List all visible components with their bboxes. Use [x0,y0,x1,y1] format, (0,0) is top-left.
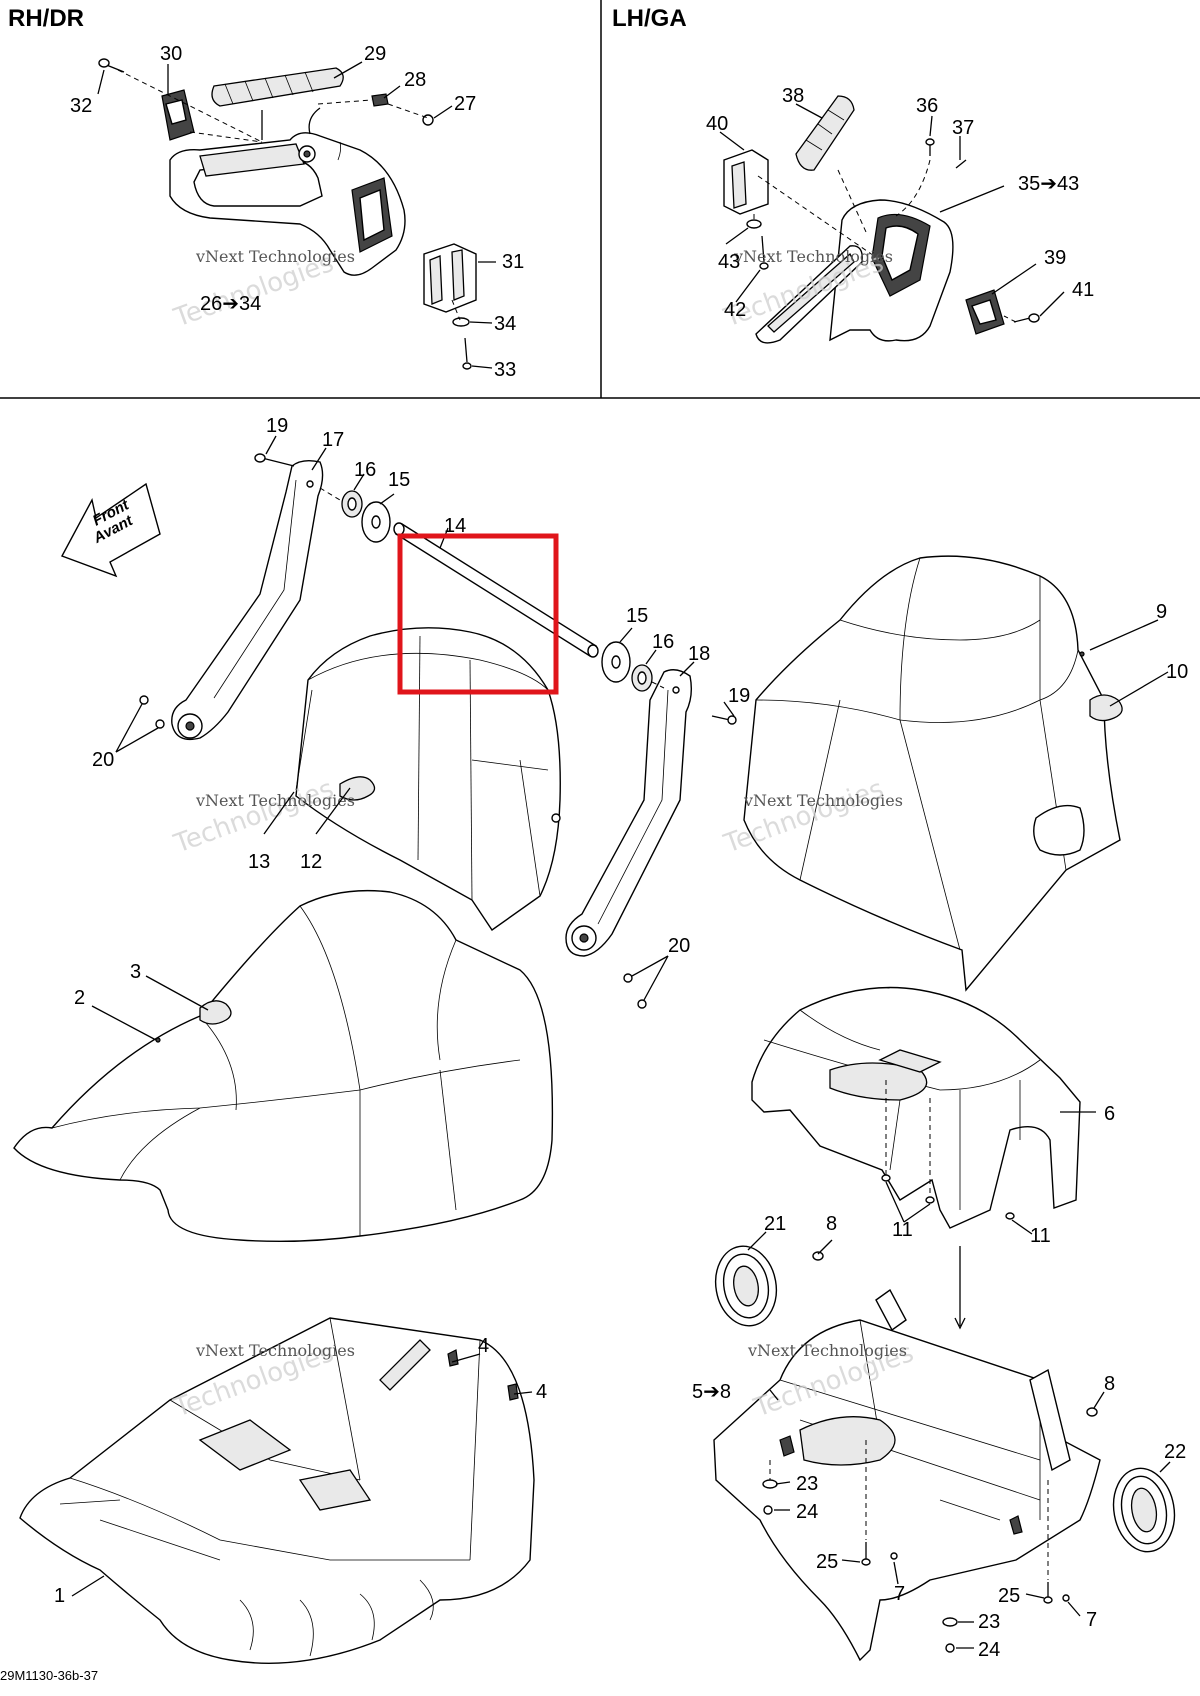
callout-16-lower: 16 [652,631,674,653]
seat [13,889,554,1243]
callout-2: 2 [74,987,85,1009]
lh-handle-assembly [723,95,1040,344]
callout-32: 32 [70,95,92,117]
callout-30: 30 [160,43,182,65]
watermark-text: vNext Technologies [195,1341,355,1360]
callout-11-left: 11 [892,1219,913,1241]
watermark-text: vNext Technologies [733,247,893,266]
callout-10: 10 [1166,661,1188,683]
callout-12: 12 [300,851,322,873]
callout-25-left: 25 [816,1551,838,1573]
drawing-code: 29M1130-36b-37 [0,1668,99,1683]
callout-4-upper: 4 [478,1335,489,1357]
callout-7-left: 7 [894,1583,905,1605]
callout-15-upper: 15 [388,469,410,491]
lh-section-title: LH/GA [612,5,687,32]
callout-16-upper: 16 [354,459,376,481]
callout-37: 37 [952,117,974,139]
backrest-cushion [295,627,561,931]
callout-42: 42 [724,299,746,321]
callout-15-lower: 15 [626,605,648,627]
callout-19-upper: 19 [266,415,288,437]
callout-29: 29 [364,43,386,65]
backrest-bracket-18 [565,669,693,957]
callout-8-lower: 8 [1104,1373,1115,1395]
callout-23-upper: 23 [796,1473,818,1495]
grip-29 [211,67,344,107]
callout-19-lower: 19 [728,685,750,707]
callout-11-right: 11 [1030,1225,1051,1247]
callout-28: 28 [404,69,426,91]
callout-39: 39 [1044,247,1066,269]
callout-8-upper: 8 [826,1213,837,1235]
callout-35-43: 35➔43 [1018,173,1079,195]
grip-38 [795,95,855,171]
leader-lines [71,61,1171,1649]
callout-27: 27 [454,93,476,115]
callout-14: 14 [444,515,466,537]
callout-5-8: 5➔8 [692,1381,731,1403]
callout-41: 41 [1072,279,1094,301]
callout-26-34: 26➔34 [200,293,261,315]
watermark-text: vNext Technologies [195,247,355,266]
front-direction-arrow: Front Avant [61,482,161,578]
callout-22: 22 [1164,1441,1186,1463]
rh-section-title: RH/DR [8,5,84,32]
watermark: Technologies [169,774,337,860]
callout-20-upper: 20 [92,749,114,771]
callout-43: 43 [718,251,740,273]
callout-38: 38 [782,85,804,107]
passenger-seat [743,555,1123,992]
seat-base [751,986,1081,1229]
highlight-box [397,533,559,695]
callout-23-lower: 23 [978,1611,1000,1633]
callout-17: 17 [322,429,344,451]
callout-25-right: 25 [998,1585,1020,1607]
callout-1: 1 [54,1585,65,1607]
watermark-text: vNext Technologies [195,791,355,810]
callout-13: 13 [248,851,270,873]
callout-33: 33 [494,359,516,381]
callout-24-upper: 24 [796,1501,818,1523]
callout-20-lower: 20 [668,935,690,957]
part-number-labels: 30 29 28 27 32 31 26➔34 34 33 38 40 36 3… [54,43,1188,1661]
rh-handle-assembly [98,58,477,370]
rear-frame [713,1245,1176,1662]
callout-40: 40 [706,113,728,135]
callout-21: 21 [764,1213,786,1235]
lower-frame [19,1317,535,1664]
callout-24-lower: 24 [978,1639,1000,1661]
callout-34: 34 [494,313,516,335]
backrest-bracket-17 [171,459,324,741]
callout-9: 9 [1156,601,1167,623]
callout-3: 3 [130,961,141,983]
callout-4-lower: 4 [536,1381,547,1403]
watermark-text: vNext Technologies [747,1341,907,1360]
callout-7-right: 7 [1086,1609,1097,1631]
callout-31: 31 [502,251,524,273]
callout-6: 6 [1104,1103,1115,1125]
callout-36: 36 [916,95,938,117]
callout-18: 18 [688,643,710,665]
watermark-text: vNext Technologies [743,791,903,810]
